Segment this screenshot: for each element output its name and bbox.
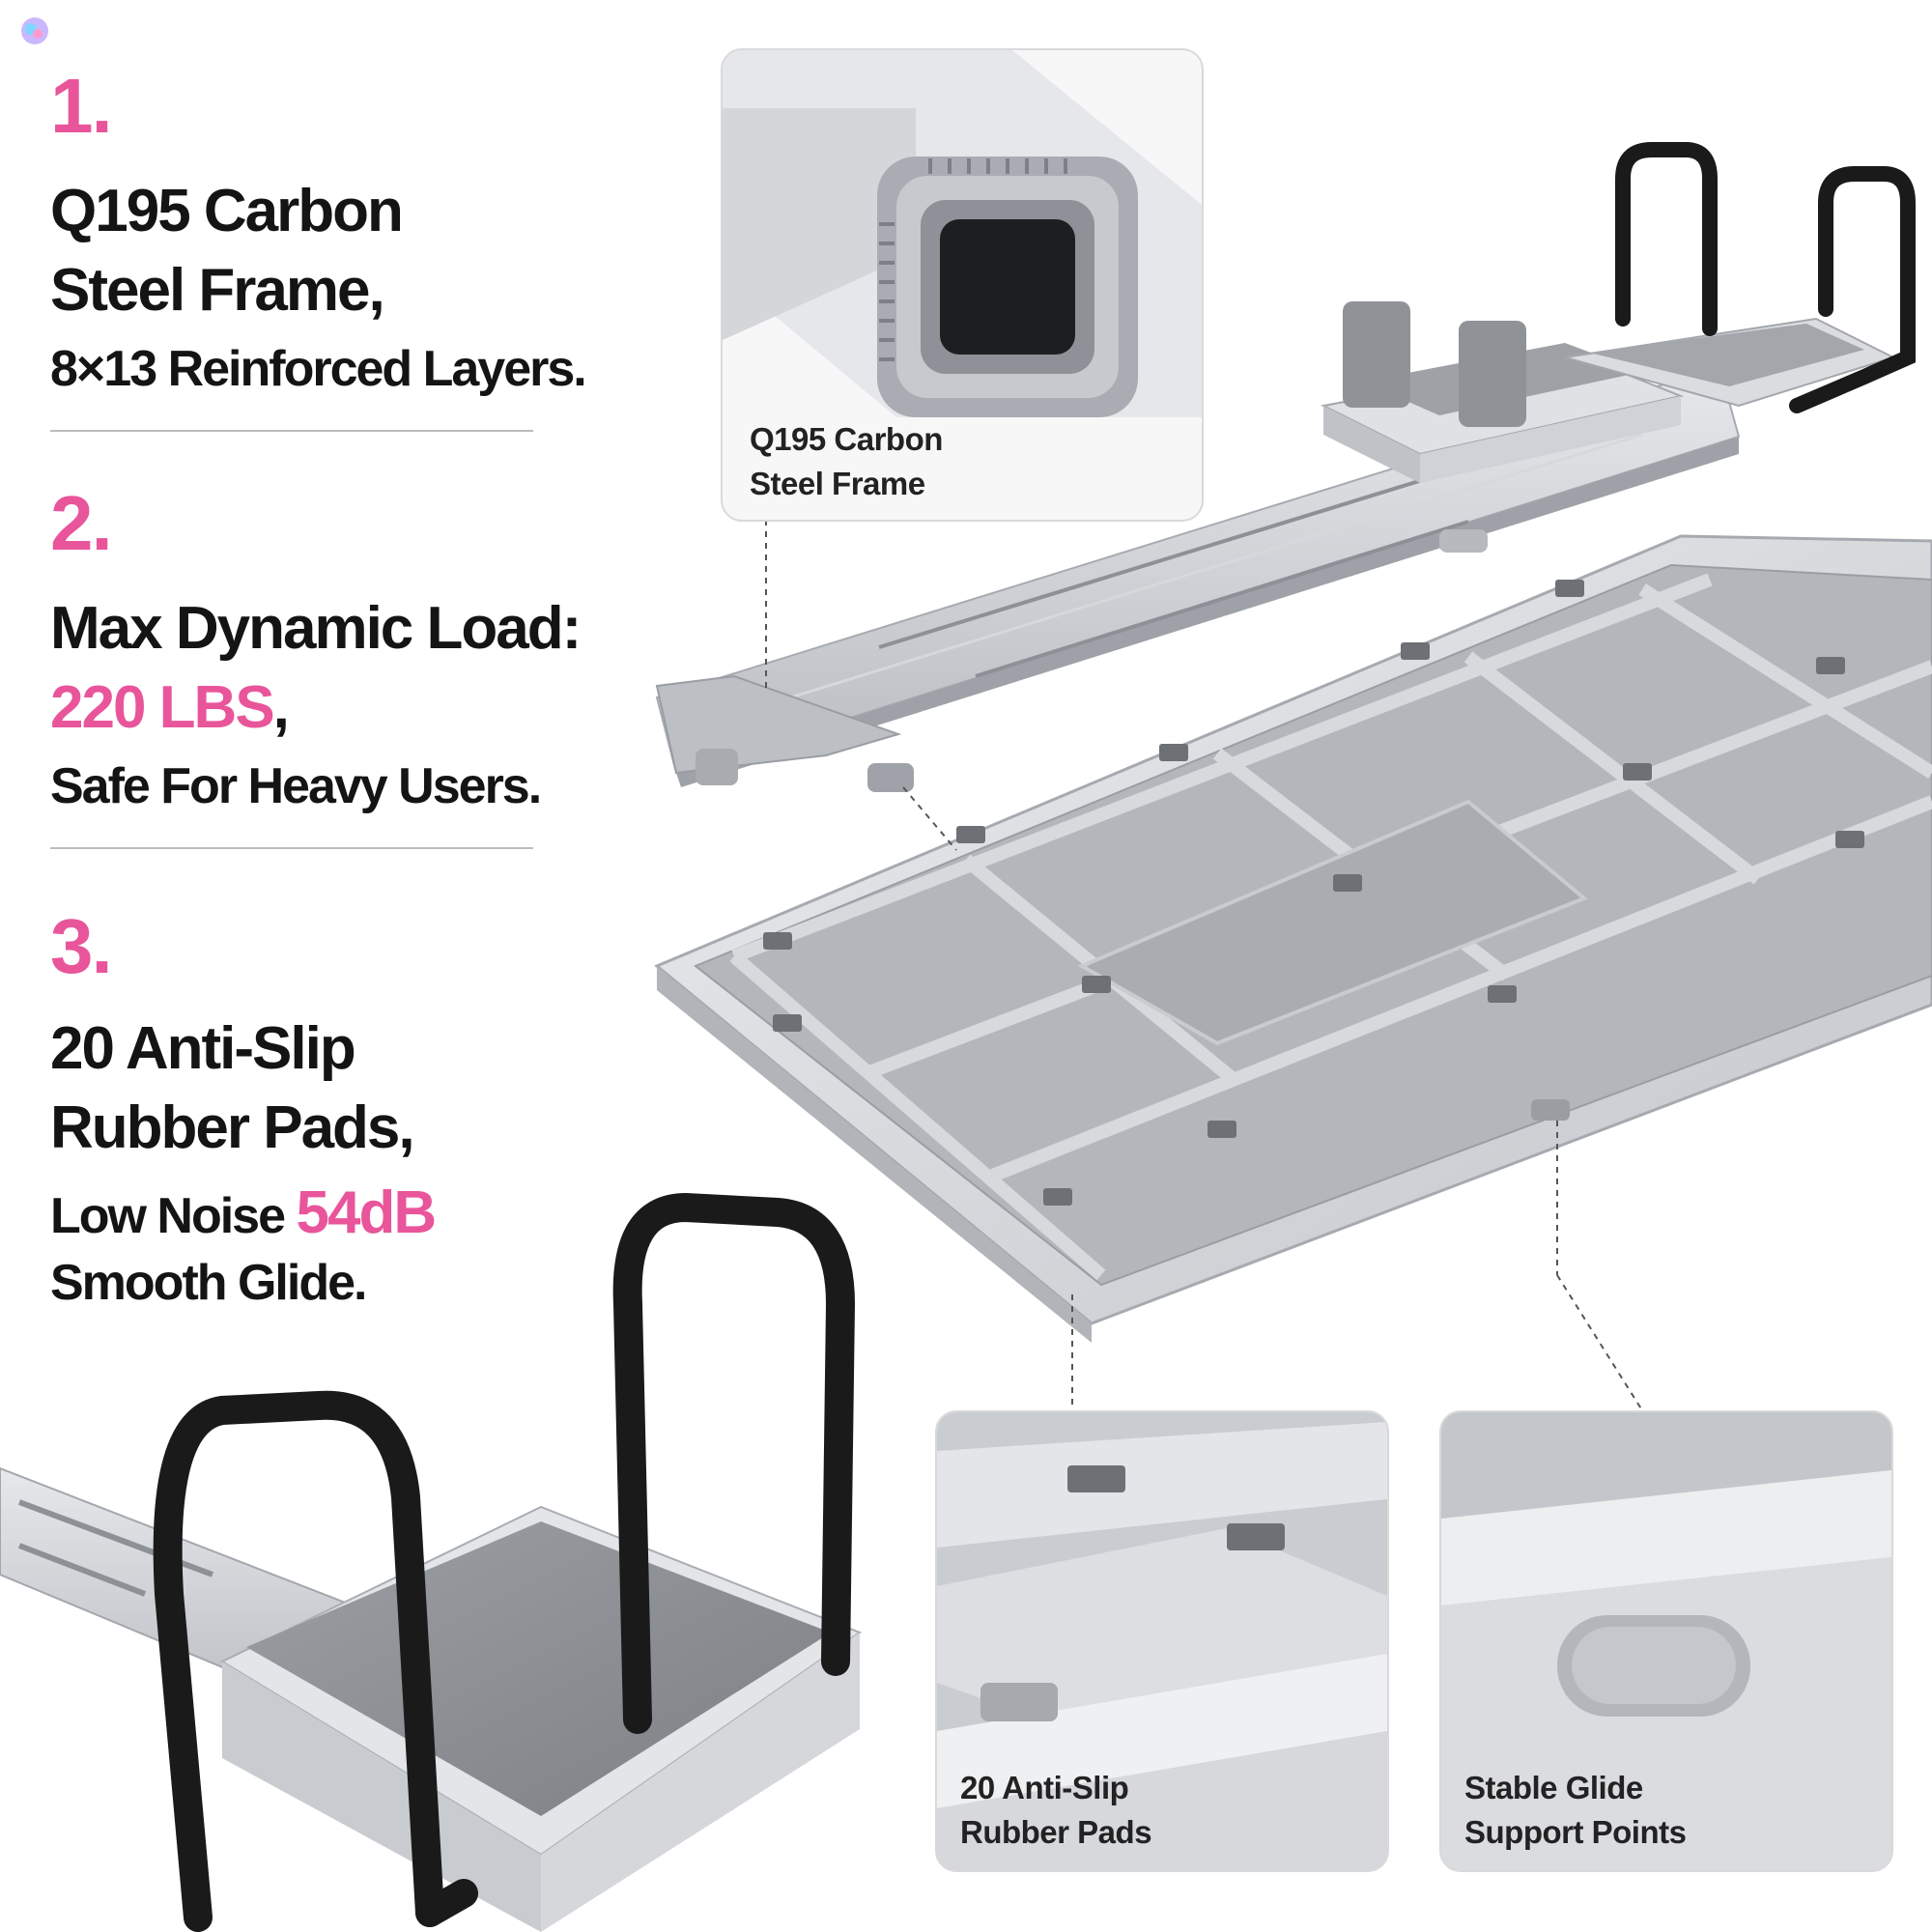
callout-glide: Stable Glide Support Points <box>1439 1410 1893 1872</box>
callout-leaders <box>765 520 1643 1411</box>
brand-logo-icon <box>21 17 48 44</box>
load-suffix: , <box>272 674 290 741</box>
steel-tube-cross-section <box>723 50 1202 417</box>
feature-3-noise: Low Noise 54dB <box>50 1183 437 1244</box>
feature-2-load: 220 LBS, <box>50 678 290 738</box>
callout-pads: 20 Anti-Slip Rubber Pads <box>935 1410 1389 1872</box>
slider-carriage <box>1320 301 1685 483</box>
callout-frame-line1: Q195 Carbon <box>750 421 943 457</box>
feature-3-line1: 20 Anti-Slip <box>50 1015 356 1082</box>
feature-3-line4: Smooth Glide. <box>50 1255 367 1311</box>
glide-support-closeup <box>1441 1412 1891 1870</box>
feature-3-number: 3. <box>50 903 113 989</box>
far-footplate <box>1564 142 1916 413</box>
divider-1 <box>50 430 533 432</box>
rubber-pads-closeup <box>937 1412 1387 1870</box>
feature-2-number: 2. <box>50 480 113 566</box>
feature-2-line1: Max Dynamic Load: <box>50 595 582 662</box>
callout-pads-line2: Rubber Pads <box>960 1814 1152 1850</box>
feature-1-line2: Steel Frame, <box>50 257 385 324</box>
feature-1-line3: 8×13 Reinforced Layers. <box>50 341 587 397</box>
callout-frame: Q195 Carbon Steel Frame <box>721 48 1204 522</box>
callout-frame-line2: Steel Frame <box>750 466 925 501</box>
divider-2 <box>50 847 533 849</box>
front-footplate <box>0 1192 863 1932</box>
base-frame <box>654 534 1932 1343</box>
feature-2-line3: Safe For Heavy Users. <box>50 758 542 814</box>
callout-glide-line2: Support Points <box>1464 1814 1687 1850</box>
feature-1-number: 1. <box>50 63 113 149</box>
load-value: 220 LBS <box>50 674 275 741</box>
noise-value: 54dB <box>296 1179 437 1246</box>
callout-pads-line1: 20 Anti-Slip <box>960 1770 1129 1805</box>
noise-prefix: Low Noise <box>50 1188 297 1244</box>
callout-glide-line1: Stable Glide <box>1464 1770 1643 1805</box>
feature-3-line2: Rubber Pads, <box>50 1094 415 1161</box>
feature-1-line1: Q195 Carbon <box>50 178 404 244</box>
